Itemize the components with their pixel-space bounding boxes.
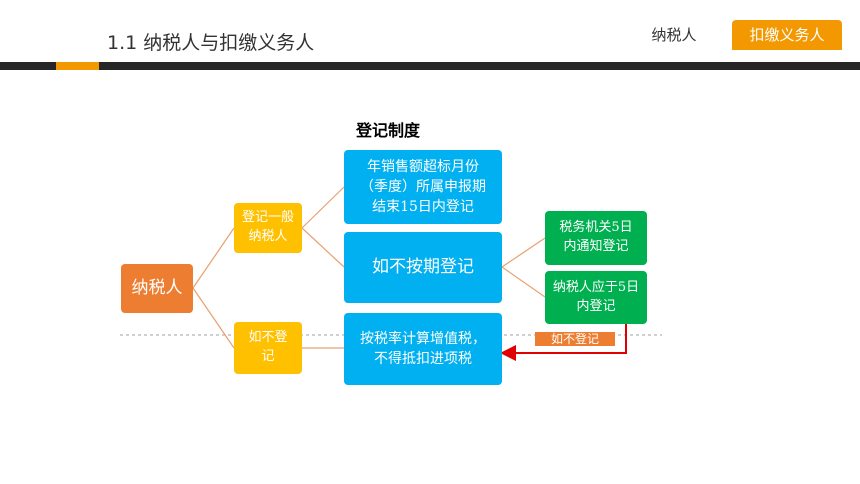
- red-arrow: [500, 324, 627, 361]
- connector-root-noregister: [192, 287, 235, 349]
- node-late-register: 如不按期登记: [344, 232, 502, 303]
- node-deadline-line-2: （季度）所属申报期: [360, 178, 486, 195]
- diagram-title: 登记制度: [356, 121, 421, 140]
- tab-taxpayer[interactable]: 纳税人: [651, 26, 697, 44]
- node-late-label: 如不按期登记: [372, 257, 474, 278]
- node-tax-line-2: 不得抵扣进项税: [374, 351, 472, 367]
- node-within-line-1: 纳税人应于5日: [552, 279, 640, 295]
- connector-late-notify: [501, 237, 546, 268]
- node-tax-office-notice: 税务机关5日 内通知登记: [545, 211, 647, 265]
- node-register-general: 登记一般 纳税人: [234, 203, 302, 253]
- node-notice-line-2: 内通知登记: [563, 239, 629, 254]
- tag-not-register: 如不登记: [535, 332, 615, 346]
- node-notice-line-1: 税务机关5日: [559, 220, 633, 236]
- node-deadline-line-3: 结束15日内登记: [372, 199, 474, 216]
- node-deadline-line-1: 年销售额超标月份: [367, 158, 479, 175]
- node-not-register: 如不登 记: [234, 322, 302, 374]
- node-noreg-line-1: 如不登: [248, 330, 288, 346]
- node-register-deadline: 年销售额超标月份 （季度）所属申报期 结束15日内登记: [344, 150, 502, 224]
- node-tax-line-1: 按税率计算增值税，: [360, 330, 486, 347]
- connector-register-deadline: [301, 186, 345, 229]
- node-tax-rate-rule: 按税率计算增值税， 不得抵扣进项税: [344, 313, 502, 385]
- connector-register-late: [301, 227, 345, 268]
- node-noreg-line-2: 记: [261, 349, 275, 364]
- header-accent: [56, 62, 99, 70]
- page-title: 1.1 纳税人与扣缴义务人: [107, 32, 315, 54]
- connector-late-within: [501, 266, 546, 298]
- node-taxpayer: 纳税人: [121, 264, 193, 313]
- header-bar: [0, 62, 860, 70]
- node-taxpayer-label: 纳税人: [131, 278, 183, 299]
- tab-withholding-agent[interactable]: 扣缴义务人: [732, 20, 842, 50]
- node-register-line-2: 纳税人: [248, 229, 288, 244]
- node-register-within-5-days: 纳税人应于5日 内登记: [545, 271, 647, 324]
- node-register-line-1: 登记一般: [241, 210, 294, 226]
- node-within-line-2: 内登记: [576, 298, 616, 314]
- connector-root-register: [192, 227, 235, 289]
